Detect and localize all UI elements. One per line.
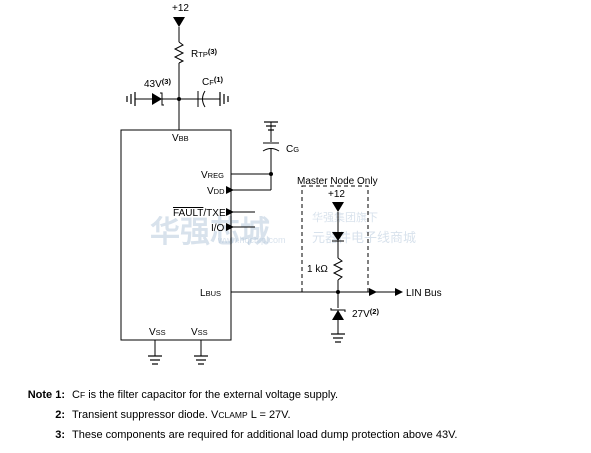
note-1-text: CF is the filter capacitor for the exter… bbox=[72, 389, 339, 401]
junction-dot bbox=[177, 97, 181, 101]
note-3-key: 3: bbox=[55, 429, 65, 441]
pin-vss-1: VSS bbox=[149, 327, 166, 338]
note-3: 3: These components are required for add… bbox=[0, 426, 591, 446]
ground-icon bbox=[331, 333, 345, 343]
pin-fault-txe: FAULT/TXE bbox=[173, 208, 226, 219]
master-resistor-label: 1 kΩ bbox=[307, 264, 328, 275]
watermark-subtitle: 华强集团旗下 bbox=[312, 210, 378, 224]
schematic: 华强芯城 华强集团旗下 元器件电子线商城 www.hqchip.com +12 … bbox=[120, 3, 442, 365]
watermark-url: www.hqchip.com bbox=[217, 235, 286, 245]
ground-icon bbox=[219, 92, 229, 106]
master-supply-label: +12 bbox=[328, 189, 345, 200]
master-resistor bbox=[332, 257, 344, 281]
watermark-tagline: 元器件电子线商城 bbox=[312, 230, 416, 245]
note-2: 2: Transient suppressor diode. VCLAMP L … bbox=[0, 406, 591, 426]
rtp-resistor bbox=[173, 41, 185, 64]
watermark-brand: 华强芯城 bbox=[150, 216, 270, 249]
ground-icon bbox=[148, 355, 162, 365]
junction-dot bbox=[269, 172, 273, 176]
note-1-key: Note 1: bbox=[27, 389, 65, 401]
cf-capacitor bbox=[197, 90, 206, 108]
master-node-title: Master Node Only bbox=[297, 176, 378, 187]
notes: Note 1: CF is the filter capacitor for t… bbox=[0, 386, 591, 446]
cg-label: CG bbox=[286, 144, 299, 155]
cg-capacitor bbox=[262, 142, 280, 152]
master-supply-arrow-icon bbox=[332, 202, 344, 212]
pin-vreg: VREG bbox=[201, 170, 224, 181]
pin-io: I/O bbox=[211, 223, 225, 234]
note-3-text: These components are required for additi… bbox=[72, 429, 458, 441]
pin-vdd: VDD bbox=[207, 186, 225, 197]
pin-vbb: VBB bbox=[172, 133, 189, 144]
pin-vss-2: VSS bbox=[191, 327, 208, 338]
supply-label: +12 bbox=[172, 3, 189, 14]
ground-icon bbox=[264, 121, 278, 131]
ground-icon bbox=[194, 355, 208, 365]
pin-lbus: LBUS bbox=[200, 288, 221, 299]
tvs-27v-label: 27V(2) bbox=[352, 307, 379, 320]
note-2-text: Transient suppressor diode. VCLAMP L = 2… bbox=[72, 409, 291, 421]
note-2-key: 2: bbox=[55, 409, 65, 421]
rtp-label: RTP(3) bbox=[191, 47, 217, 60]
tvs-43v-diode bbox=[152, 92, 164, 106]
note-1: Note 1: CF is the filter capacitor for t… bbox=[0, 386, 591, 406]
tvs-43v-label: 43V(3) bbox=[144, 77, 171, 90]
ground-icon bbox=[126, 92, 136, 106]
tvs-27v-diode bbox=[330, 308, 346, 320]
cf-label: CF(1) bbox=[202, 75, 223, 88]
transceiver-chip bbox=[120, 129, 232, 341]
supply-arrow-icon bbox=[173, 17, 185, 27]
lin-bus-label: LIN Bus bbox=[406, 288, 442, 299]
